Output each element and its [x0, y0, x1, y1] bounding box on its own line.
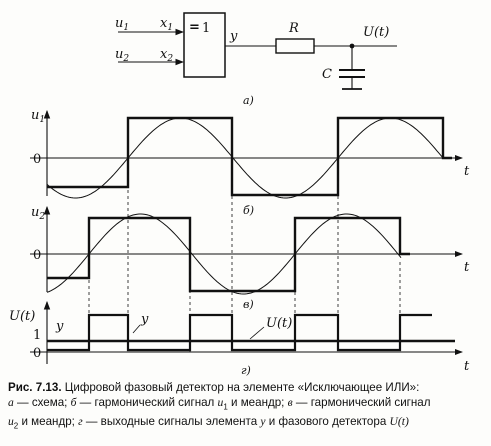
- panel-d: U(t) 1 0 t y y U(t) г): [9, 300, 470, 377]
- panel-d-y-label-2: y: [140, 312, 149, 327]
- caption-ut: U(t): [389, 415, 409, 429]
- caption-d-mid: и фазового детектора: [265, 415, 390, 429]
- y-leader: [132, 324, 141, 334]
- panel-c-zero: 0: [33, 248, 41, 263]
- x1-label: x1: [160, 16, 173, 33]
- sublabel-c: в): [243, 298, 254, 311]
- ut-leader: [249, 326, 265, 340]
- panel-b: u1 0 t б): [30, 108, 470, 217]
- phase-guides: [88, 160, 401, 352]
- panel-c-ylabel: u2: [31, 205, 45, 222]
- caption-u1: u: [217, 396, 224, 409]
- sublabel-a: а): [243, 94, 254, 107]
- input-2-label: u2: [115, 47, 129, 64]
- caption-d-text: — выходные сигналы элемента: [82, 415, 261, 429]
- panel-d-y-signal: [47, 313, 432, 352]
- caption-u1-sub: 1: [223, 402, 228, 412]
- panel-c-meander: [47, 216, 410, 293]
- gate-prefix: =: [189, 20, 200, 35]
- caption-b-end: и меандр;: [227, 396, 288, 409]
- caption-d-letter: г: [78, 415, 83, 429]
- capacitor-label: C: [322, 67, 332, 82]
- schematic: u1 u2 x1 x2 = 1 y R U(t) C а): [115, 12, 397, 107]
- panel-c-sine: [46, 213, 402, 295]
- caption-title: Цифровой фазовый детектор на элементе «И…: [61, 381, 420, 394]
- panel-d-zero: 0: [33, 346, 41, 361]
- caption-c-letter: в: [287, 396, 293, 409]
- panel-d-ylabel: U(t): [9, 309, 35, 324]
- panel-b-meander: [47, 116, 452, 197]
- caption-b-letter: б: [70, 396, 77, 409]
- caption-a-letter: а: [8, 396, 14, 409]
- caption-b-text: — гармонический сигнал: [76, 396, 218, 409]
- panel-b-zero: 0: [33, 152, 41, 167]
- xor-gate: [183, 12, 226, 78]
- x2-label: x2: [160, 47, 173, 64]
- input-1-label: u1: [115, 16, 129, 33]
- resistor-label: R: [288, 21, 299, 36]
- resistor: [275, 38, 315, 54]
- caption-u2: u: [8, 415, 14, 429]
- panel-b-ylabel: u1: [31, 108, 45, 125]
- panel-c: u2 0 t в): [30, 205, 470, 311]
- panel-d-y-label-1: y: [55, 319, 64, 334]
- output-label: U(t): [363, 25, 389, 40]
- panel-d-t: t: [464, 359, 470, 374]
- sublabel-d: г): [241, 364, 251, 377]
- panel-b-sine: [46, 117, 444, 199]
- sublabel-b: б): [243, 204, 254, 217]
- panel-c-t: t: [464, 260, 470, 275]
- caption-fig-number: Рис. 7.13.: [8, 381, 62, 394]
- caption-a-text: — схема;: [13, 396, 71, 409]
- caption-c-end: и меандр;: [18, 415, 79, 429]
- panel-d-one: 1: [33, 328, 41, 343]
- output-y-label: y: [229, 29, 238, 44]
- caption-c-text: — гармонический сигнал: [292, 396, 431, 409]
- gate-label: 1: [202, 21, 210, 36]
- figure-svg: u1 u2 x1 x2 = 1 y R U(t) C а) u1 0 t б): [9, 12, 470, 377]
- panel-d-ut-label: U(t): [266, 316, 292, 331]
- caption-y: y: [260, 415, 266, 429]
- caption-u2-sub: 2: [13, 421, 19, 431]
- panel-b-t: t: [464, 164, 470, 179]
- figure-caption: Рис. 7.13. Цифровой фазовый детектор на …: [8, 380, 486, 434]
